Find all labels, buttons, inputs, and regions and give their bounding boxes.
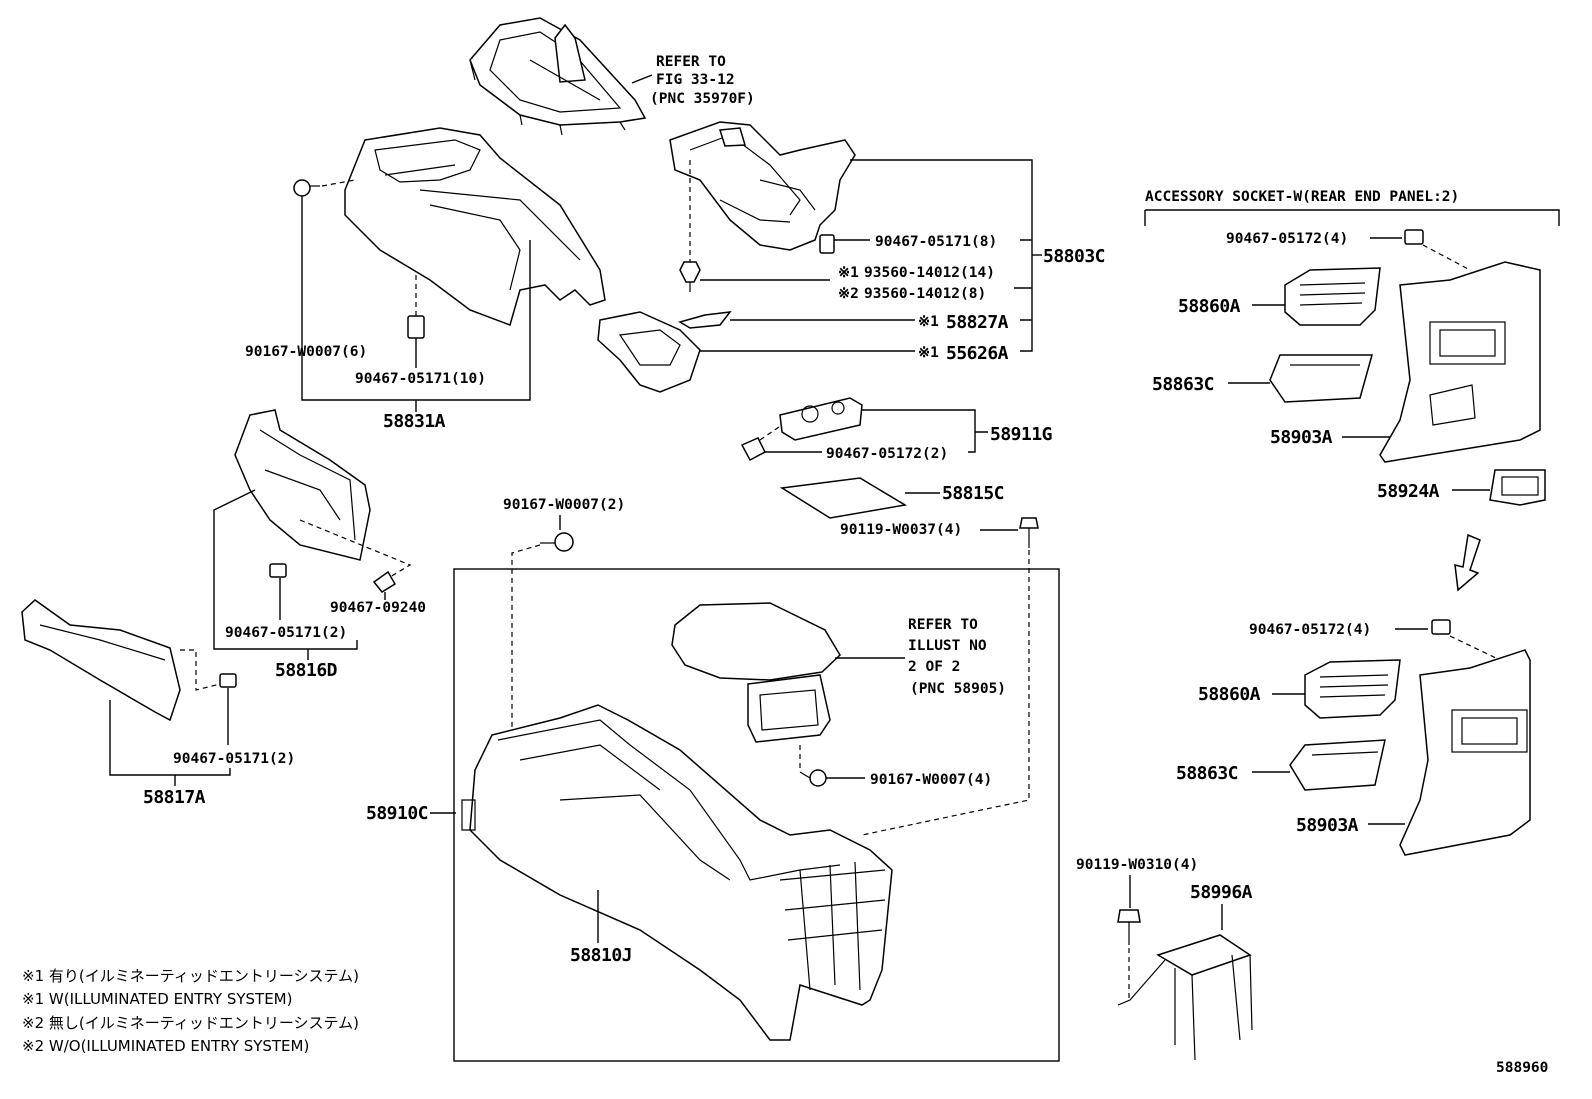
- console-box-frame: [453, 568, 1060, 1062]
- mat-58815C-illustration: [779, 477, 908, 519]
- refer-fig-line3: (PNC 35970F): [650, 91, 755, 107]
- clip-90467-05171-10-illustration: [407, 315, 425, 339]
- label-90467-05171-10: 90467-05171(10): [355, 371, 486, 387]
- console-box-illustration: [461, 704, 893, 1041]
- screw-93560-illustration: [679, 261, 701, 292]
- mark-1-58827A: ※1: [918, 314, 939, 330]
- side-panel-58816D-illustration: [234, 409, 371, 561]
- label-58903A-a: 58903A: [1270, 427, 1333, 448]
- note-1-en: ※1 W(ILLUMINATED ENTRY SYSTEM): [22, 990, 292, 1008]
- switch-panel-illustration: [779, 397, 863, 441]
- clip-90467-05172-2-illustration: [740, 437, 766, 462]
- refer-illust-line4: (PNC 58905): [910, 681, 1006, 697]
- clip-90467-05171-8-illustration: [819, 234, 835, 254]
- refer-illust-line3: 2 OF 2: [908, 659, 960, 675]
- label-58815C: 58815C: [942, 483, 1004, 504]
- armrest-lid-illustration: [671, 602, 841, 743]
- clip-90167-w0007-6-illustration: [293, 179, 320, 197]
- label-58911G: 58911G: [990, 424, 1052, 445]
- label-58831A: 58831A: [383, 411, 446, 432]
- label-58863C-b: 58863C: [1176, 763, 1238, 784]
- note-2-jp: ※2 無し(イルミネーティッドエントリーシステム): [22, 1014, 359, 1032]
- side-panel-58817A-illustration: [21, 599, 181, 722]
- bracket-58996A-illustration: [1117, 934, 1253, 1061]
- label-58903A-b: 58903A: [1296, 815, 1359, 836]
- clip-90467-05171-2b-illustration: [219, 673, 237, 688]
- mark-2-93560-8: ※2: [838, 286, 859, 302]
- label-90467-05172-4b: 90467-05172(4): [1249, 622, 1371, 638]
- label-90467-05171-2b: 90467-05171(2): [173, 751, 295, 767]
- label-90167-w0007-6: 90167-W0007(6): [245, 344, 367, 360]
- label-90467-05171-8: 90467-05171(8): [875, 234, 997, 250]
- clip-90467-09240-illustration: [372, 570, 397, 593]
- label-90167-w0007-2: 90167-W0007(2): [503, 497, 625, 513]
- clip-90467-05172-4a-illustration: [1404, 229, 1424, 245]
- refer-fig-line1: REFER TO: [656, 54, 726, 70]
- label-58924A: 58924A: [1377, 481, 1440, 502]
- clip-90467-05172-4b-illustration: [1431, 619, 1451, 635]
- mark-1-93560-14: ※1: [838, 265, 859, 281]
- label-58996A: 58996A: [1190, 882, 1253, 903]
- illustration-code: 588960: [1496, 1060, 1548, 1076]
- label-58816D: 58816D: [275, 660, 338, 681]
- refer-illust-line2: ILLUST NO: [908, 638, 987, 654]
- label-58810J: 58810J: [570, 945, 632, 966]
- upper-console-panel-illustration: [344, 127, 606, 326]
- label-90167-w0007-4: 90167-W0007(4): [870, 772, 992, 788]
- socket-58863C-a-illustration: [1269, 354, 1373, 403]
- label-90119-w0310-4: 90119-W0310(4): [1076, 857, 1198, 873]
- vent-58860A-a-illustration: [1284, 267, 1381, 326]
- rear-end-panel-a-illustration: [1379, 261, 1541, 463]
- refer-illust-note: REFER TO ILLUST NO 2 OF 2 (PNC 58905): [908, 617, 1006, 697]
- legend-notes: ※1 有り(イルミネーティッドエントリーシステム) ※1 W(ILLUMINAT…: [22, 967, 359, 1055]
- cup-holder-insert-illustration: [597, 311, 701, 393]
- bolt-90119-w0310-illustration: [1117, 909, 1141, 945]
- clip-90467-05171-2a-illustration: [269, 563, 287, 578]
- label-58803C: 58803C: [1043, 246, 1105, 267]
- note-2-en: ※2 W/O(ILLUMINATED ENTRY SYSTEM): [22, 1037, 309, 1055]
- label-90467-05172-4a: 90467-05172(4): [1226, 231, 1348, 247]
- cover-58924A-illustration: [1489, 469, 1546, 506]
- note-1-jp: ※1 有り(イルミネーティッドエントリーシステム): [22, 967, 359, 985]
- label-58860A-a: 58860A: [1178, 296, 1241, 317]
- rear-end-panel-b-illustration: [1399, 649, 1531, 856]
- label-90467-05172-2: 90467-05172(2): [826, 446, 948, 462]
- light-58827A-illustration: [678, 311, 732, 329]
- refer-fig-line2: FIG 33-12: [656, 72, 735, 88]
- shift-boot-illustration: [469, 17, 647, 136]
- label-93560-14: 93560-14012(14): [864, 265, 995, 281]
- clip-90167-w0007-2-illustration: [540, 532, 574, 552]
- label-58860A-b: 58860A: [1198, 684, 1261, 705]
- down-arrow-icon: [1454, 533, 1481, 592]
- refer-illust-line1: REFER TO: [908, 617, 978, 633]
- label-90467-09240: 90467-09240: [330, 600, 426, 616]
- bolt-90119-w0037-illustration: [1019, 517, 1039, 548]
- vent-58860A-b-illustration: [1304, 659, 1401, 719]
- label-58910C: 58910C: [366, 803, 428, 824]
- label-90119-w0037-4: 90119-W0037(4): [840, 522, 962, 538]
- label-58817A: 58817A: [143, 787, 206, 808]
- accessory-header: ACCESSORY SOCKET-W(REAR END PANEL:2): [1145, 189, 1459, 205]
- label-58863C-a: 58863C: [1152, 374, 1214, 395]
- mark-1-55626A: ※1: [918, 345, 939, 361]
- label-55626A: 55626A: [946, 343, 1009, 364]
- clip-90167-w0007-4-illustration: [799, 769, 827, 787]
- cup-holder-box-illustration: [669, 121, 856, 251]
- refer-fig-note: REFER TO FIG 33-12 (PNC 35970F): [631, 54, 755, 107]
- label-93560-8: 93560-14012(8): [864, 286, 986, 302]
- label-58827A: 58827A: [946, 312, 1009, 333]
- socket-58863C-b-illustration: [1289, 739, 1386, 791]
- label-90467-05171-2a: 90467-05171(2): [225, 625, 347, 641]
